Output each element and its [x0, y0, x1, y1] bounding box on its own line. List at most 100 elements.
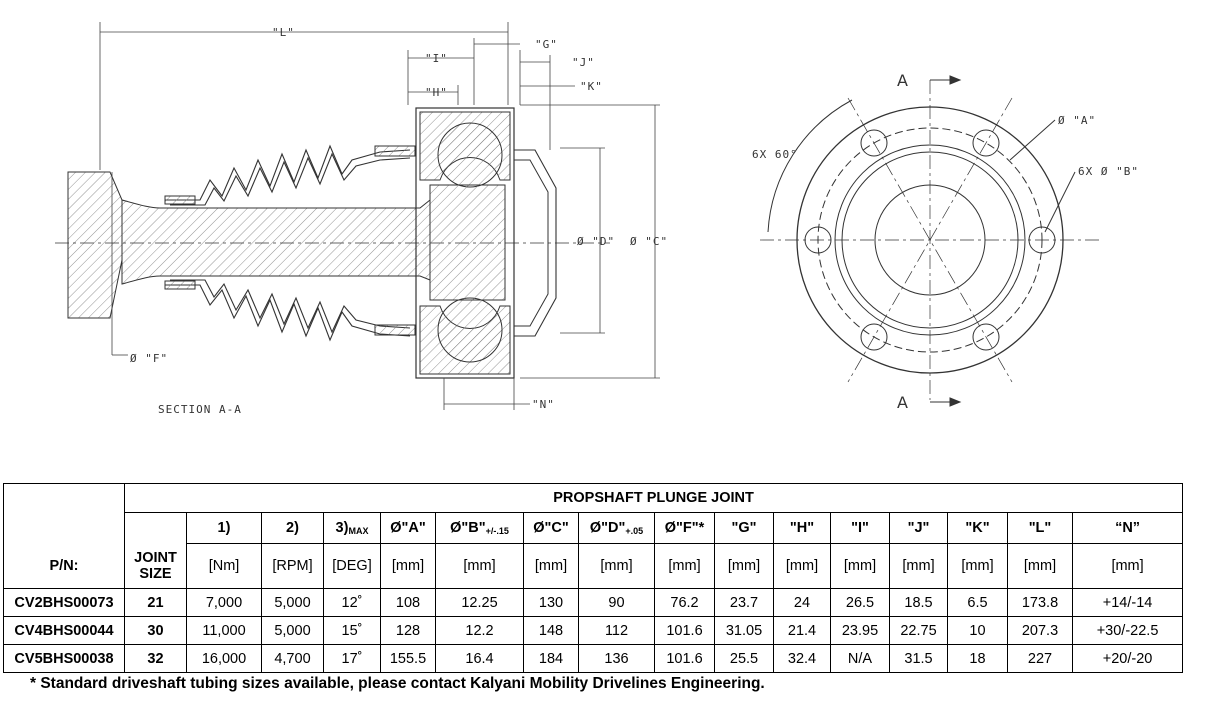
section-marker-bottom: A	[897, 393, 908, 412]
table-row: CV5BHS00038 32 16,000 4,700 17˚ 155.5 16…	[3, 644, 1184, 673]
part-number: CV5BHS00038	[3, 644, 125, 673]
header-2: 2)	[261, 512, 324, 544]
unit-cell: [mm]	[1071, 543, 1184, 589]
footnote: * Standard driveshaft tubing sizes avail…	[30, 675, 765, 692]
table-cell: 184	[523, 644, 579, 673]
dim-label-h: "H"	[425, 86, 448, 99]
section-view	[55, 107, 610, 379]
unit-cell: [Nm]	[186, 543, 262, 589]
header-h: "H"	[773, 512, 831, 544]
table-cell: +30/-22.5	[1071, 616, 1184, 645]
table-cell: 16,000	[186, 644, 262, 673]
table-cell: 76.2	[654, 588, 715, 617]
table-cell: 22.75	[889, 616, 948, 645]
technical-drawing: "L" "I" "G" "J" "H" "K" Ø "D" Ø "C" Ø "F…	[55, 22, 1139, 416]
header-j: "J"	[889, 512, 948, 544]
unit-cell: [mm]	[889, 543, 948, 589]
dim-label-d: Ø "D"	[577, 235, 615, 248]
dim-label-c: Ø "C"	[630, 235, 668, 248]
angle-label: 6X 60°	[752, 148, 798, 161]
dim-label-n: "N"	[532, 398, 555, 411]
table-cell: 148	[523, 616, 579, 645]
unit-cell: [mm]	[1007, 543, 1073, 589]
dim-label-i: "I"	[425, 52, 448, 65]
table-cell: 155.5	[380, 644, 436, 673]
table-cell: 7,000	[186, 588, 262, 617]
table-cell: 31.5	[889, 644, 948, 673]
header-k: "K"	[947, 512, 1008, 544]
header-l: "L"	[1007, 512, 1073, 544]
table-row: CV4BHS00044 30 11,000 5,000 15˚ 128 12.2…	[3, 616, 1184, 645]
table-cell: 4,700	[261, 644, 324, 673]
spec-table: PROPSHAFT PLUNGE JOINT 1) 2) 3)MAX Ø"A" …	[3, 483, 1184, 673]
header-i: "I"	[830, 512, 890, 544]
table-cell: 12.2	[435, 616, 524, 645]
table-cell: 24	[773, 588, 831, 617]
table-cell: 12˚	[323, 588, 381, 617]
dimension-lines	[99, 22, 660, 410]
header-3: 3)MAX	[323, 512, 381, 544]
header-c: Ø"C"	[523, 512, 579, 544]
dim-label-f: Ø "F"	[130, 352, 168, 365]
table-cell: 227	[1007, 644, 1073, 673]
table-cell: +20/-20	[1071, 644, 1184, 673]
dim-label-l: "L"	[272, 26, 295, 39]
table-cell: 18	[947, 644, 1008, 673]
unit-cell: [mm]	[435, 543, 524, 589]
table-row: CV2BHS00073 21 7,000 5,000 12˚ 108 12.25…	[3, 588, 1184, 617]
table-title: PROPSHAFT PLUNGE JOINT	[123, 483, 1184, 513]
dim-label-b: 6X Ø "B"	[1078, 165, 1139, 178]
unit-cell: [mm]	[578, 543, 655, 589]
table-cell: 16.4	[435, 644, 524, 673]
units-row: P/N: JOINT SIZE [Nm] [RPM] [DEG] [mm] [m…	[3, 543, 1184, 589]
header-g: "G"	[714, 512, 774, 544]
unit-cell: [mm]	[714, 543, 774, 589]
table-cell: 23.7	[714, 588, 774, 617]
blank-cell	[3, 483, 125, 513]
table-cell: 112	[578, 616, 655, 645]
table-cell: 6.5	[947, 588, 1008, 617]
table-cell: 31.05	[714, 616, 774, 645]
header-row: 1) 2) 3)MAX Ø"A" Ø"B"+/-.15 Ø"C" Ø"D"+.0…	[3, 512, 1184, 544]
table-cell: 10	[947, 616, 1008, 645]
table-cell: 130	[523, 588, 579, 617]
table-cell: 32.4	[773, 644, 831, 673]
table-cell: 207.3	[1007, 616, 1073, 645]
blank-cell	[3, 512, 125, 544]
unit-cell: [mm]	[773, 543, 831, 589]
unit-cell: [mm]	[947, 543, 1008, 589]
table-cell: 90	[578, 588, 655, 617]
section-marker-top: A	[897, 71, 908, 90]
part-number: CV4BHS00044	[3, 616, 125, 645]
table-cell: 136	[578, 644, 655, 673]
table-cell: 12.25	[435, 588, 524, 617]
table-cell: 11,000	[186, 616, 262, 645]
header-b: Ø"B"+/-.15	[435, 512, 524, 544]
table-title-row: PROPSHAFT PLUNGE JOINT	[3, 483, 1184, 513]
table-cell: 108	[380, 588, 436, 617]
end-view	[760, 75, 1100, 407]
table-cell: 101.6	[654, 644, 715, 673]
part-number: CV2BHS00073	[3, 588, 125, 617]
pn-label: P/N:	[3, 543, 125, 589]
header-a: Ø"A"	[380, 512, 436, 544]
table-cell: 15˚	[323, 616, 381, 645]
joint-size-label: JOINT SIZE	[124, 543, 187, 589]
table-cell: 21.4	[773, 616, 831, 645]
joint-size: 30	[124, 616, 187, 645]
header-f: Ø"F"*	[654, 512, 715, 544]
table-cell: 23.95	[830, 616, 890, 645]
joint-size: 32	[124, 644, 187, 673]
table-cell: 128	[380, 616, 436, 645]
table-cell: 17˚	[323, 644, 381, 673]
dim-label-a: Ø "A"	[1058, 114, 1096, 127]
table-cell: 18.5	[889, 588, 948, 617]
table-cell: 5,000	[261, 588, 324, 617]
header-d: Ø"D"+.05	[578, 512, 655, 544]
section-label: SECTION A-A	[158, 403, 242, 416]
table-cell: 25.5	[714, 644, 774, 673]
unit-cell: [RPM]	[261, 543, 324, 589]
table-cell: 5,000	[261, 616, 324, 645]
unit-cell: [mm]	[380, 543, 436, 589]
dim-label-k: "K"	[580, 80, 603, 93]
